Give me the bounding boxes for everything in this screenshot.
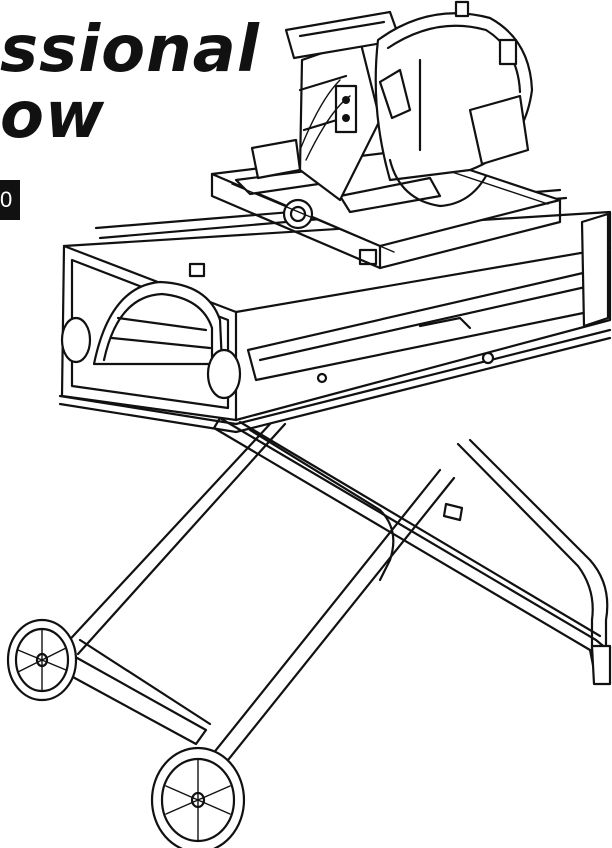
- right-wheel: [150, 746, 246, 848]
- model-number-badge: 0: [0, 180, 20, 220]
- saw-base: [58, 188, 612, 434]
- folding-stand: [58, 416, 612, 782]
- left-wheel: [6, 618, 78, 702]
- product-title-line-1: ssional: [0, 13, 260, 87]
- product-title-line-2: ow: [0, 79, 106, 153]
- saw-motor-head: [250, 0, 534, 208]
